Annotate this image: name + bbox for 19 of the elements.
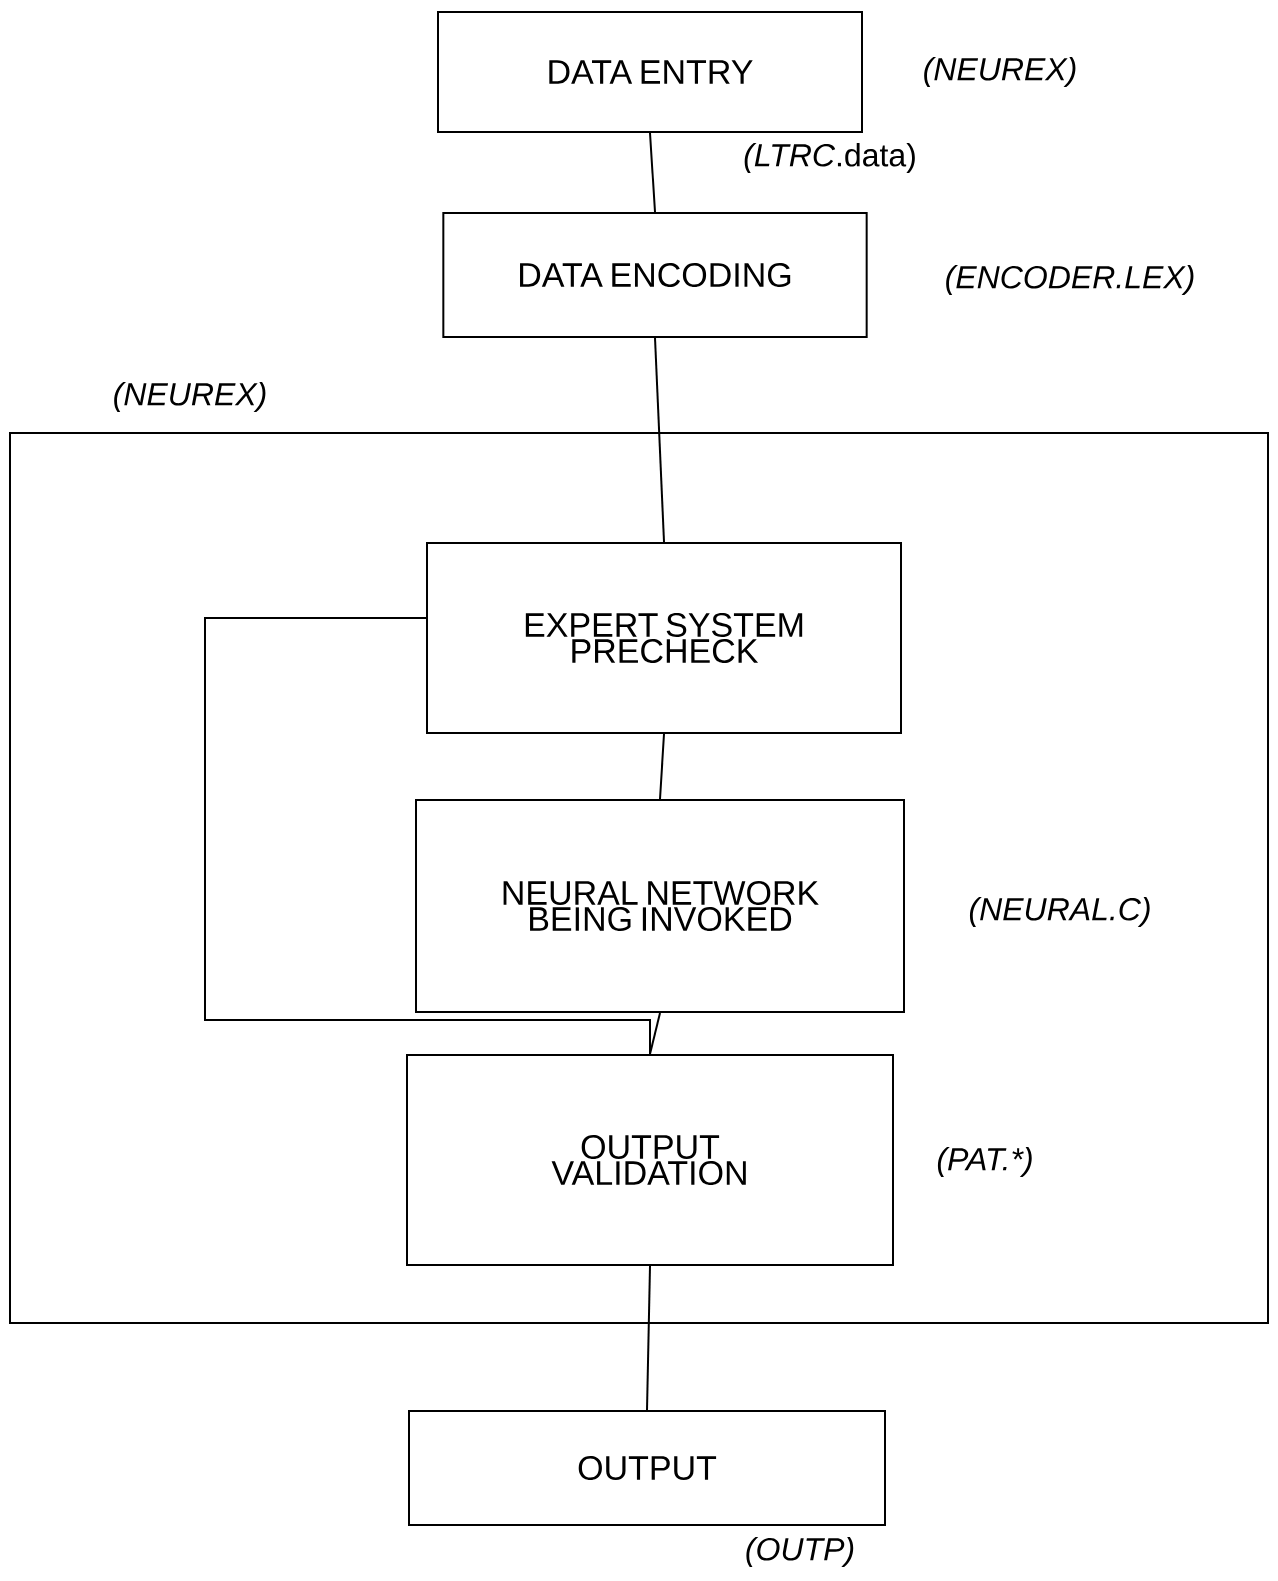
connector-line xyxy=(646,1265,651,1411)
frame-heading: (NEUREX) xyxy=(114,382,266,412)
file-label: (OUTP) xyxy=(746,1537,854,1567)
connector-line xyxy=(659,733,665,800)
connector-line xyxy=(204,617,651,1055)
file-label: (ENCODER.LEX) xyxy=(946,265,1194,295)
process-box: EXPERT SYSTEM PRECHECK xyxy=(426,542,902,734)
process-box: OUTPUT xyxy=(408,1410,886,1526)
process-box: OUTPUT VALIDATION xyxy=(406,1054,894,1266)
process-box: DATA ENTRY xyxy=(437,11,863,133)
file-label: (NEUREX) xyxy=(924,57,1076,87)
process-box: NEURAL NETWORK BEING INVOKED xyxy=(415,799,905,1013)
file-label: (NEURAL.C) xyxy=(969,897,1150,927)
connector-line xyxy=(649,132,656,213)
connector-line xyxy=(654,337,665,543)
connector-line xyxy=(649,1012,661,1055)
file-label: (PAT.*) xyxy=(937,1147,1032,1177)
edge-label: (LTRC.data) xyxy=(741,141,919,175)
process-box: DATA ENCODING xyxy=(442,212,868,338)
